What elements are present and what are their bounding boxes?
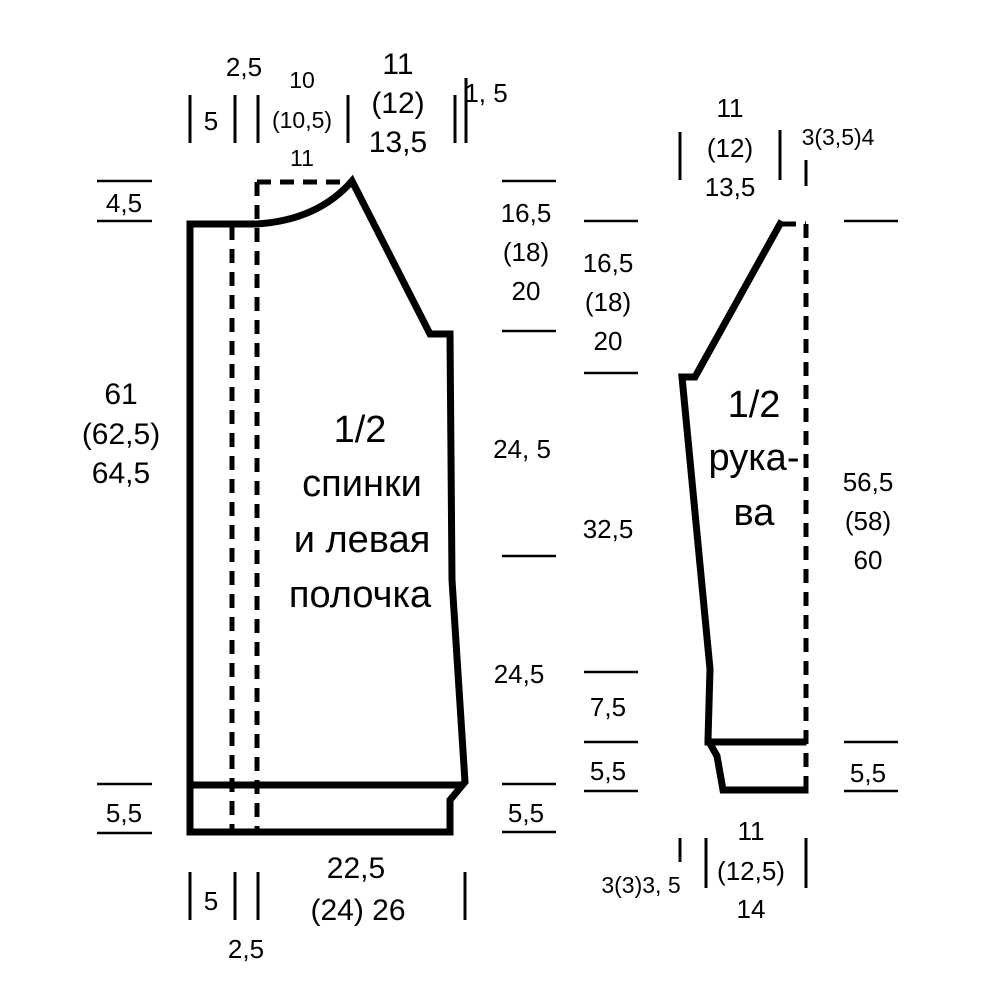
sleeve-cap-width-1: 11 [717, 93, 744, 123]
left-total-length-2: (62,5) [82, 418, 160, 451]
top-shoulder-end: 1, 5 [464, 78, 507, 108]
sleeve-cap-width-2: (12) [707, 133, 753, 163]
right-side-lower: 24,5 [494, 659, 545, 689]
top-shoulder-width-1: 11 [382, 48, 413, 81]
sleeve-cuff-width-1: 11 [738, 816, 765, 846]
right-side-upper: 24, 5 [493, 434, 551, 464]
sleeve-cuff-offset: 3(3)3, 5 [601, 872, 680, 898]
sleeve-right-cuff: 5,5 [850, 758, 886, 788]
sleeve-length-3: 60 [854, 545, 883, 575]
sleeve-cap-depth-1: 16,5 [583, 248, 634, 278]
top-shoulder-width-3: 13,5 [369, 126, 427, 159]
sleeve-cap-depth-3: 20 [594, 326, 623, 356]
top-shoulder-offset: 2,5 [226, 52, 262, 82]
body-piece: 1/2 спинки и левая полочка 2,5 5 10 (10,… [82, 48, 556, 964]
top-neck-width-2: (10,5) [272, 107, 332, 133]
left-total-length-3: 64,5 [92, 457, 150, 490]
sleeve-length-1: 56,5 [843, 467, 894, 497]
sleeve-piece: 1/2 рука- ва 11 (12) 13,5 3(3,5)4 16,5 (… [583, 93, 898, 924]
sleeve-left-cuff: 5,5 [590, 756, 626, 786]
right-armhole-2: (18) [503, 237, 549, 267]
top-band-width: 5 [204, 106, 218, 136]
right-armhole-1: 16,5 [501, 198, 552, 228]
body-title-line-1: 1/2 [334, 409, 387, 451]
bottom-band-offset: 2,5 [228, 934, 264, 964]
sleeve-title-line-1: 1/2 [728, 384, 781, 426]
top-neck-width-3: 11 [290, 145, 314, 171]
left-neck-depth: 4,5 [106, 188, 142, 218]
sleeve-title-line-2: рука- [709, 437, 800, 479]
top-shoulder-width-2: (12) [371, 87, 424, 120]
right-hem: 5,5 [508, 798, 544, 828]
left-total-length-1: 61 [104, 378, 137, 411]
sleeve-cuff-width-2: (12,5) [717, 856, 785, 886]
sleeve-cap-depth-2: (18) [585, 287, 631, 317]
bottom-width-2: (24) 26 [310, 894, 405, 927]
sleeve-cap-top: 3(3,5)4 [802, 124, 875, 150]
bottom-width-1: 22,5 [327, 852, 385, 885]
sleeve-outline [678, 219, 809, 794]
sleeve-cuff-width-3: 14 [737, 894, 766, 924]
body-title-line-3: и левая [294, 519, 431, 561]
sleeve-title-line-3: ва [734, 492, 776, 534]
sleeve-lower-seam: 7,5 [590, 692, 626, 722]
left-hem: 5,5 [106, 798, 142, 828]
sleeve-cap-width-3: 13,5 [705, 172, 756, 202]
bottom-band-width: 5 [204, 886, 218, 916]
right-armhole-3: 20 [512, 276, 541, 306]
sleeve-seam: 32,5 [583, 514, 634, 544]
sleeve-length-2: (58) [845, 506, 891, 536]
body-title-line-4: полочка [289, 574, 432, 616]
body-title-line-2: спинки [302, 463, 422, 505]
top-neck-width-1: 10 [289, 67, 315, 93]
